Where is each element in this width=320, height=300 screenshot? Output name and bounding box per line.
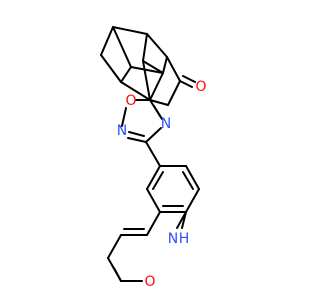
bond (152, 171, 164, 190)
bond (127, 137, 147, 143)
bond (142, 60, 151, 101)
bond (128, 131, 145, 137)
cage-scaffold (100, 26, 196, 106)
quinolinone-nitrogen-label: N (168, 231, 178, 247)
molecule-structure: O O N N N H O (100, 26, 207, 290)
ketone-oxygen-label: O (195, 79, 206, 95)
bond (142, 33, 148, 62)
bond (130, 66, 164, 74)
atom-labels: O O N N N H O (117, 79, 207, 290)
bond (145, 127, 162, 143)
bond (100, 54, 122, 83)
molecule-diagram: O O N N N H O (100, 26, 207, 290)
bond (112, 26, 132, 68)
bond (185, 188, 200, 213)
bond (149, 99, 169, 106)
oxadiazole-ring (121, 99, 163, 143)
bond (149, 72, 164, 101)
bond (146, 165, 161, 190)
bond (121, 107, 127, 127)
bond (120, 81, 151, 101)
bond (113, 267, 122, 282)
bond (145, 141, 161, 167)
bond (182, 75, 196, 83)
bond (185, 165, 200, 190)
bond (112, 26, 148, 35)
bond (100, 26, 114, 56)
bond (167, 80, 181, 106)
oxadiazole-nitrogen-label: N (117, 123, 127, 139)
oxadiazole-oxygen-label: O (125, 93, 136, 109)
bond (162, 56, 168, 74)
bond (142, 60, 164, 74)
bond (120, 66, 132, 83)
bond (181, 211, 187, 229)
bond (146, 188, 161, 213)
quinolinone-hydrogen-label: H (179, 231, 190, 247)
bond (107, 234, 122, 259)
bond (179, 80, 193, 88)
bond (153, 105, 163, 120)
bond (146, 211, 161, 236)
bond (182, 171, 194, 190)
quinolinone-benzo-ring (146, 165, 200, 213)
oxadiazole-nitrogen-label: N (161, 116, 171, 132)
quinolinone-oxygen-label: O (144, 274, 155, 290)
quinolinone-pyridone-ring (107, 211, 187, 282)
bond (166, 56, 181, 82)
bond (146, 33, 168, 58)
